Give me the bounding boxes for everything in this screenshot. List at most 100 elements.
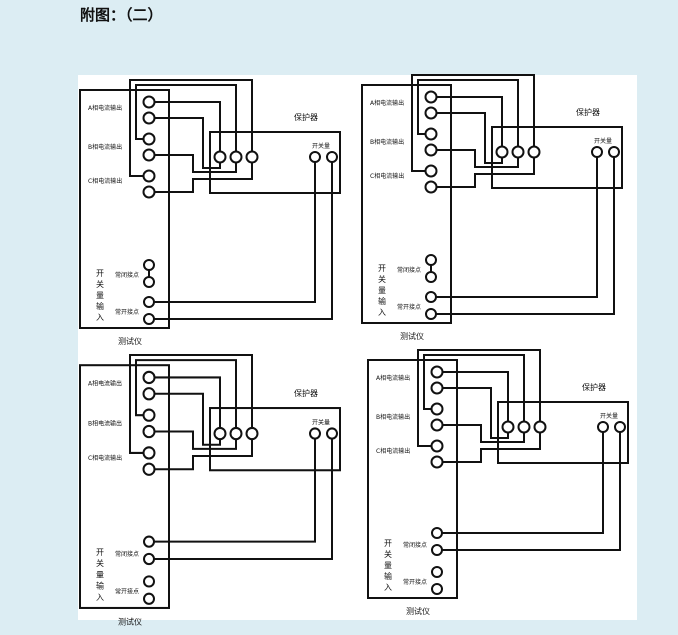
wire-switch-1 (437, 432, 604, 534)
label-normally-closed: 常闭接点 (115, 550, 139, 558)
label-switch-input: 开 (378, 264, 386, 273)
label-phase-c: C相电流输出 (376, 447, 410, 455)
label-normally-open: 常开接点 (115, 308, 139, 316)
protector-box (209, 407, 341, 472)
protector-current-terminal (229, 426, 243, 441)
wire-a2 (149, 117, 221, 169)
label-phase-b: B相电流输出 (88, 143, 122, 151)
label-switch-input: 输 (96, 581, 104, 591)
wire-a2 (437, 387, 509, 439)
label-phase-b: B相电流输出 (376, 413, 410, 421)
protector-switch-terminal (608, 146, 620, 158)
output-terminal (424, 90, 438, 104)
label-normally-open: 常开接点 (115, 588, 139, 596)
label-switch-input: 量 (96, 569, 104, 579)
label-switch: 开关量 (312, 418, 330, 426)
wire-b2 (149, 430, 237, 450)
tester-box (361, 84, 452, 324)
output-terminal (142, 462, 156, 476)
output-terminal (424, 127, 438, 141)
wire-switch-1 (149, 438, 316, 543)
label-switch-input: 输 (96, 301, 104, 311)
protector-switch-terminal (326, 427, 338, 440)
label-switch-input: 关 (96, 279, 104, 289)
output-terminal (142, 387, 156, 401)
label-phase-a: A相电流输出 (88, 104, 122, 112)
wire-b1 (423, 354, 525, 427)
output-terminal (430, 381, 444, 395)
figure-panel (78, 75, 637, 620)
label-phase-c: C相电流输出 (370, 172, 404, 180)
label-protector: 保护器 (294, 112, 318, 122)
label-normally-closed: 常闭接点 (115, 271, 139, 279)
output-terminal (430, 365, 444, 379)
output-terminal (142, 446, 156, 460)
output-terminal (142, 111, 156, 125)
label-switch-input: 输 (384, 571, 392, 581)
switch-input-terminal (425, 254, 437, 266)
wire-switch-2 (431, 157, 615, 315)
wire-a1 (149, 101, 221, 157)
label-switch-input: 入 (96, 592, 104, 602)
wire-c (417, 349, 541, 463)
output-terminal (142, 148, 156, 162)
label-switch-input: 入 (96, 313, 104, 322)
tester-box (79, 364, 170, 609)
switch-input-terminal (143, 535, 155, 548)
protector-switch-terminal (597, 421, 609, 433)
label-switch-input: 入 (378, 308, 386, 317)
protector-current-terminal (527, 145, 541, 159)
protector-box (491, 126, 623, 189)
protector-switch-terminal (326, 151, 338, 163)
label-switch-input: 入 (384, 583, 392, 592)
wire-c (129, 79, 253, 193)
wire-b2 (431, 149, 519, 168)
wire-b2 (437, 424, 525, 443)
output-terminal (142, 169, 156, 183)
protector-switch-terminal (614, 421, 626, 433)
protector-current-terminal (517, 420, 531, 434)
switch-input-terminal (431, 583, 443, 595)
tester-box (79, 89, 170, 329)
label-switch-input: 开 (384, 539, 392, 548)
output-terminal (424, 143, 438, 157)
tester-box (367, 359, 458, 599)
output-terminal (142, 132, 156, 146)
label-switch-input: 关 (96, 558, 104, 568)
wire-b1 (417, 79, 519, 152)
label-normally-open: 常开接点 (397, 303, 421, 311)
wire-a1 (149, 376, 221, 434)
wire-a1 (431, 96, 503, 152)
output-terminal (424, 164, 438, 178)
wire-switch-1 (431, 157, 598, 298)
output-terminal (142, 408, 156, 422)
label-normally-open: 常开接点 (403, 578, 427, 586)
label-tester: 测试仪 (118, 336, 142, 346)
switch-input-terminal (143, 296, 155, 308)
label-switch-input: 开 (96, 269, 104, 278)
protector-current-terminal (533, 420, 547, 434)
label-switch: 开关量 (600, 412, 618, 420)
switch-input-terminal (431, 527, 443, 539)
label-tester: 测试仪 (118, 616, 142, 626)
label-phase-a: A相电流输出 (376, 374, 410, 382)
switch-input-terminal (425, 308, 437, 320)
label-phase-b: B相电流输出 (370, 138, 404, 146)
label-phase-c: C相电流输出 (88, 177, 122, 185)
wire-b2 (149, 154, 237, 173)
switch-input-terminal (143, 552, 155, 566)
switch-input-terminal (425, 291, 437, 303)
label-switch-input: 关 (384, 549, 392, 559)
output-terminal (142, 185, 156, 199)
page-title: 附图：（二） (80, 6, 163, 24)
wire-b1 (135, 84, 237, 157)
output-terminal (142, 424, 156, 439)
label-switch-input: 开 (96, 547, 104, 557)
wire-a2 (431, 112, 503, 164)
switch-input-terminal (143, 259, 155, 271)
label-switch-input: 关 (378, 274, 386, 284)
